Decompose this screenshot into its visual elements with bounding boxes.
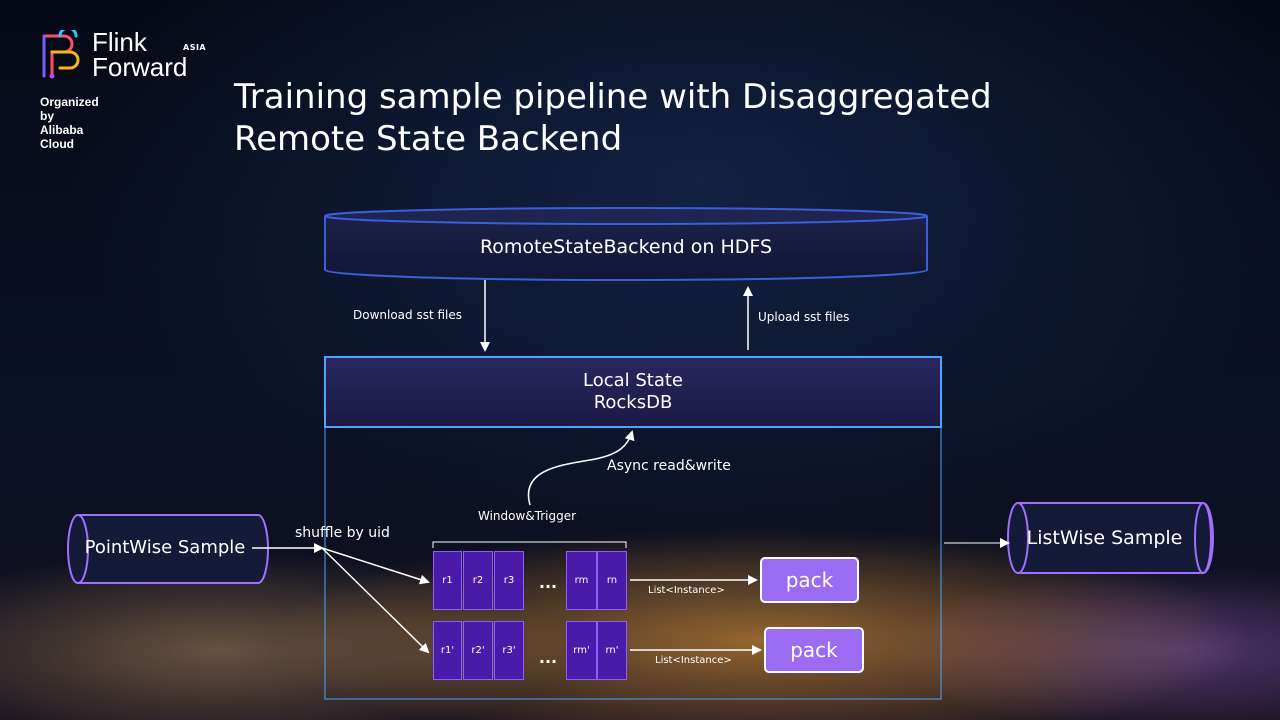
async-read-write-arrow [527, 430, 635, 506]
remote-state-cylinder [324, 207, 928, 281]
upload-label: Upload sst files [758, 310, 850, 324]
async-label: Async read&write [607, 458, 731, 474]
window-bracket [432, 541, 627, 548]
row1-list-label: List<Instance> [648, 585, 725, 596]
local-state-line2: RocksDB [593, 392, 673, 413]
shuffle-arrow-row2 [321, 547, 430, 654]
row1-cell: r3 [494, 551, 524, 610]
logo-line2: Forward [92, 52, 188, 82]
download-label: Download sst files [353, 308, 463, 322]
row2-cell: r1' [433, 621, 462, 680]
row1-cell: rn [597, 551, 627, 610]
row2-cell: rm' [566, 621, 597, 680]
row2-cell: r3' [494, 621, 524, 680]
logo-line1: Flink [92, 27, 147, 57]
row2-list-label: List<Instance> [655, 655, 732, 666]
row2-ellipsis: ... [538, 647, 558, 667]
pointwise-cylinder [67, 514, 269, 584]
slide-title-line1: Training sample pipeline with Disaggrega… [234, 77, 992, 117]
logo-organizer: Organized by Alibaba Cloud [40, 95, 99, 151]
logo-mark-icon [42, 30, 80, 79]
shuffle-label: shuffle by uid [295, 525, 390, 541]
local-state-line1: Local State [582, 370, 684, 391]
slide-title-line2: Remote State Backend [234, 119, 623, 159]
row2-pack-box: pack [764, 627, 864, 673]
slide-title: Training sample pipeline with Disaggrega… [234, 76, 1214, 160]
local-state-text: Local State RocksDB [326, 358, 940, 426]
window-operator-frame [324, 426, 942, 700]
window-trigger-label: Window&Trigger [478, 509, 577, 523]
row1-pack-box: pack [760, 557, 859, 603]
shuffle-arrow-row1 [321, 547, 430, 585]
logo-wordmark: Flink Forward [92, 27, 188, 82]
listwise-label: ListWise Sample [1026, 527, 1183, 549]
pointwise-label: PointWise Sample [84, 537, 246, 558]
logo-badge: ASIA [183, 43, 207, 52]
row2-cell: r2' [463, 621, 493, 680]
row1-ellipsis: ... [538, 572, 558, 592]
row1-cell: r2 [463, 551, 493, 610]
listwise-cylinder [1007, 502, 1214, 574]
row1-cell: r1 [433, 551, 462, 610]
row1-cell: rm [566, 551, 597, 610]
remote-state-label: RomoteStateBackend on HDFS [479, 236, 773, 258]
local-state-box [324, 356, 942, 428]
row2-cell: rn' [597, 621, 627, 680]
